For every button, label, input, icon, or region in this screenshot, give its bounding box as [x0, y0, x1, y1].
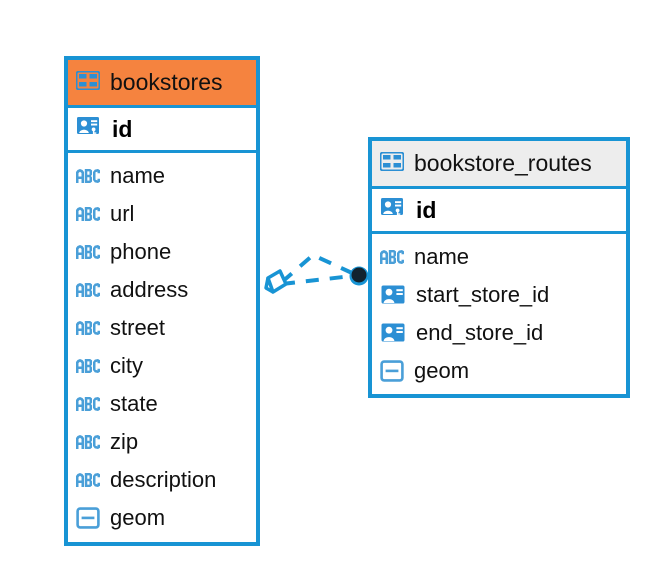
field-row[interactable]: start_store_id	[380, 276, 618, 314]
field-label: state	[110, 391, 158, 416]
abc-text-icon	[76, 359, 100, 373]
geometry-icon	[380, 360, 404, 382]
geometry-icon	[76, 507, 100, 529]
table-icon	[379, 151, 405, 176]
abc-text-icon	[76, 473, 100, 487]
field-row[interactable]: city	[76, 347, 248, 385]
abc-text-icon	[76, 283, 100, 297]
primary-key-label: id	[112, 115, 133, 142]
abc-text-icon	[76, 169, 100, 183]
abc-text-icon	[76, 321, 100, 335]
field-label: phone	[110, 239, 172, 264]
entity-title: bookstores	[110, 69, 223, 95]
filled-circle-marker	[349, 266, 369, 286]
field-row[interactable]: name	[380, 238, 618, 276]
field-row[interactable]: geom	[380, 352, 618, 390]
abc-text-icon	[76, 435, 100, 449]
primary-key-row[interactable]: id	[372, 189, 626, 234]
field-label: geom	[110, 505, 166, 530]
field-row[interactable]: url	[76, 195, 248, 233]
field-row[interactable]: address	[76, 271, 248, 309]
primary-key-icon	[76, 114, 102, 145]
primary-key-icon	[380, 195, 406, 226]
foreign-key-icon	[380, 282, 406, 308]
field-label: start_store_id	[416, 282, 550, 307]
entity-header-bookstore-routes[interactable]: bookstore_routes	[372, 141, 626, 189]
relationship-line	[280, 252, 353, 286]
primary-key-label: id	[416, 196, 437, 223]
abc-text-icon	[76, 245, 100, 259]
field-row[interactable]: description	[76, 461, 248, 499]
entity-title: bookstore_routes	[414, 150, 592, 176]
field-label: url	[110, 201, 135, 226]
field-label: street	[110, 315, 166, 340]
field-row[interactable]: end_store_id	[380, 314, 618, 352]
abc-text-icon	[380, 250, 404, 264]
diamond-marker	[264, 269, 288, 294]
field-label: end_store_id	[416, 320, 544, 345]
field-label: name	[110, 163, 166, 188]
field-label: description	[110, 467, 217, 492]
field-row[interactable]: phone	[76, 233, 248, 271]
field-row[interactable]: zip	[76, 423, 248, 461]
field-label: address	[110, 277, 189, 302]
field-row[interactable]: name	[76, 157, 248, 195]
abc-text-icon	[76, 397, 100, 411]
field-row[interactable]: geom	[76, 499, 248, 537]
field-label: name	[414, 244, 470, 269]
table-icon	[75, 70, 101, 95]
foreign-key-icon	[380, 320, 406, 346]
primary-key-row[interactable]: id	[68, 108, 256, 153]
field-row[interactable]: state	[76, 385, 248, 423]
field-label: geom	[414, 358, 470, 383]
abc-text-icon	[76, 207, 100, 221]
field-label: zip	[110, 429, 139, 454]
field-label: city	[110, 353, 143, 378]
field-row[interactable]: street	[76, 309, 248, 347]
entity-header-bookstores[interactable]: bookstores	[68, 60, 256, 108]
field-list: name url phone address street city state zip des…	[68, 153, 256, 543]
